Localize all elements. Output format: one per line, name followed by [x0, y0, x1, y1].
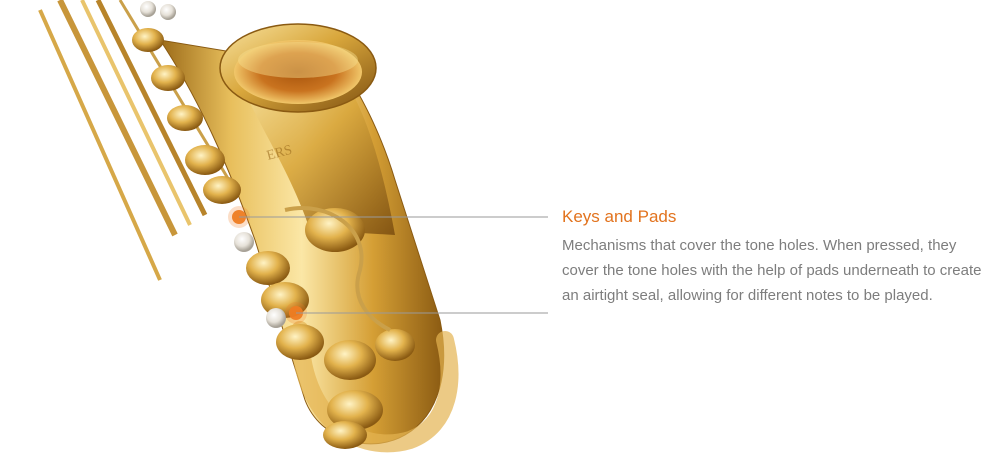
pearl-keys [140, 1, 286, 328]
bell-opening [234, 40, 362, 104]
callout-description: Mechanisms that cover the tone holes. Wh… [562, 237, 982, 304]
key-cups [132, 28, 415, 449]
bell-tube [240, 80, 395, 235]
callout: Keys and Pads Mechanisms that cover the … [562, 207, 982, 308]
key-guard [284, 206, 391, 332]
engraving: ERS [265, 143, 294, 164]
callout-title: Keys and Pads [562, 207, 677, 226]
bow [291, 321, 459, 453]
